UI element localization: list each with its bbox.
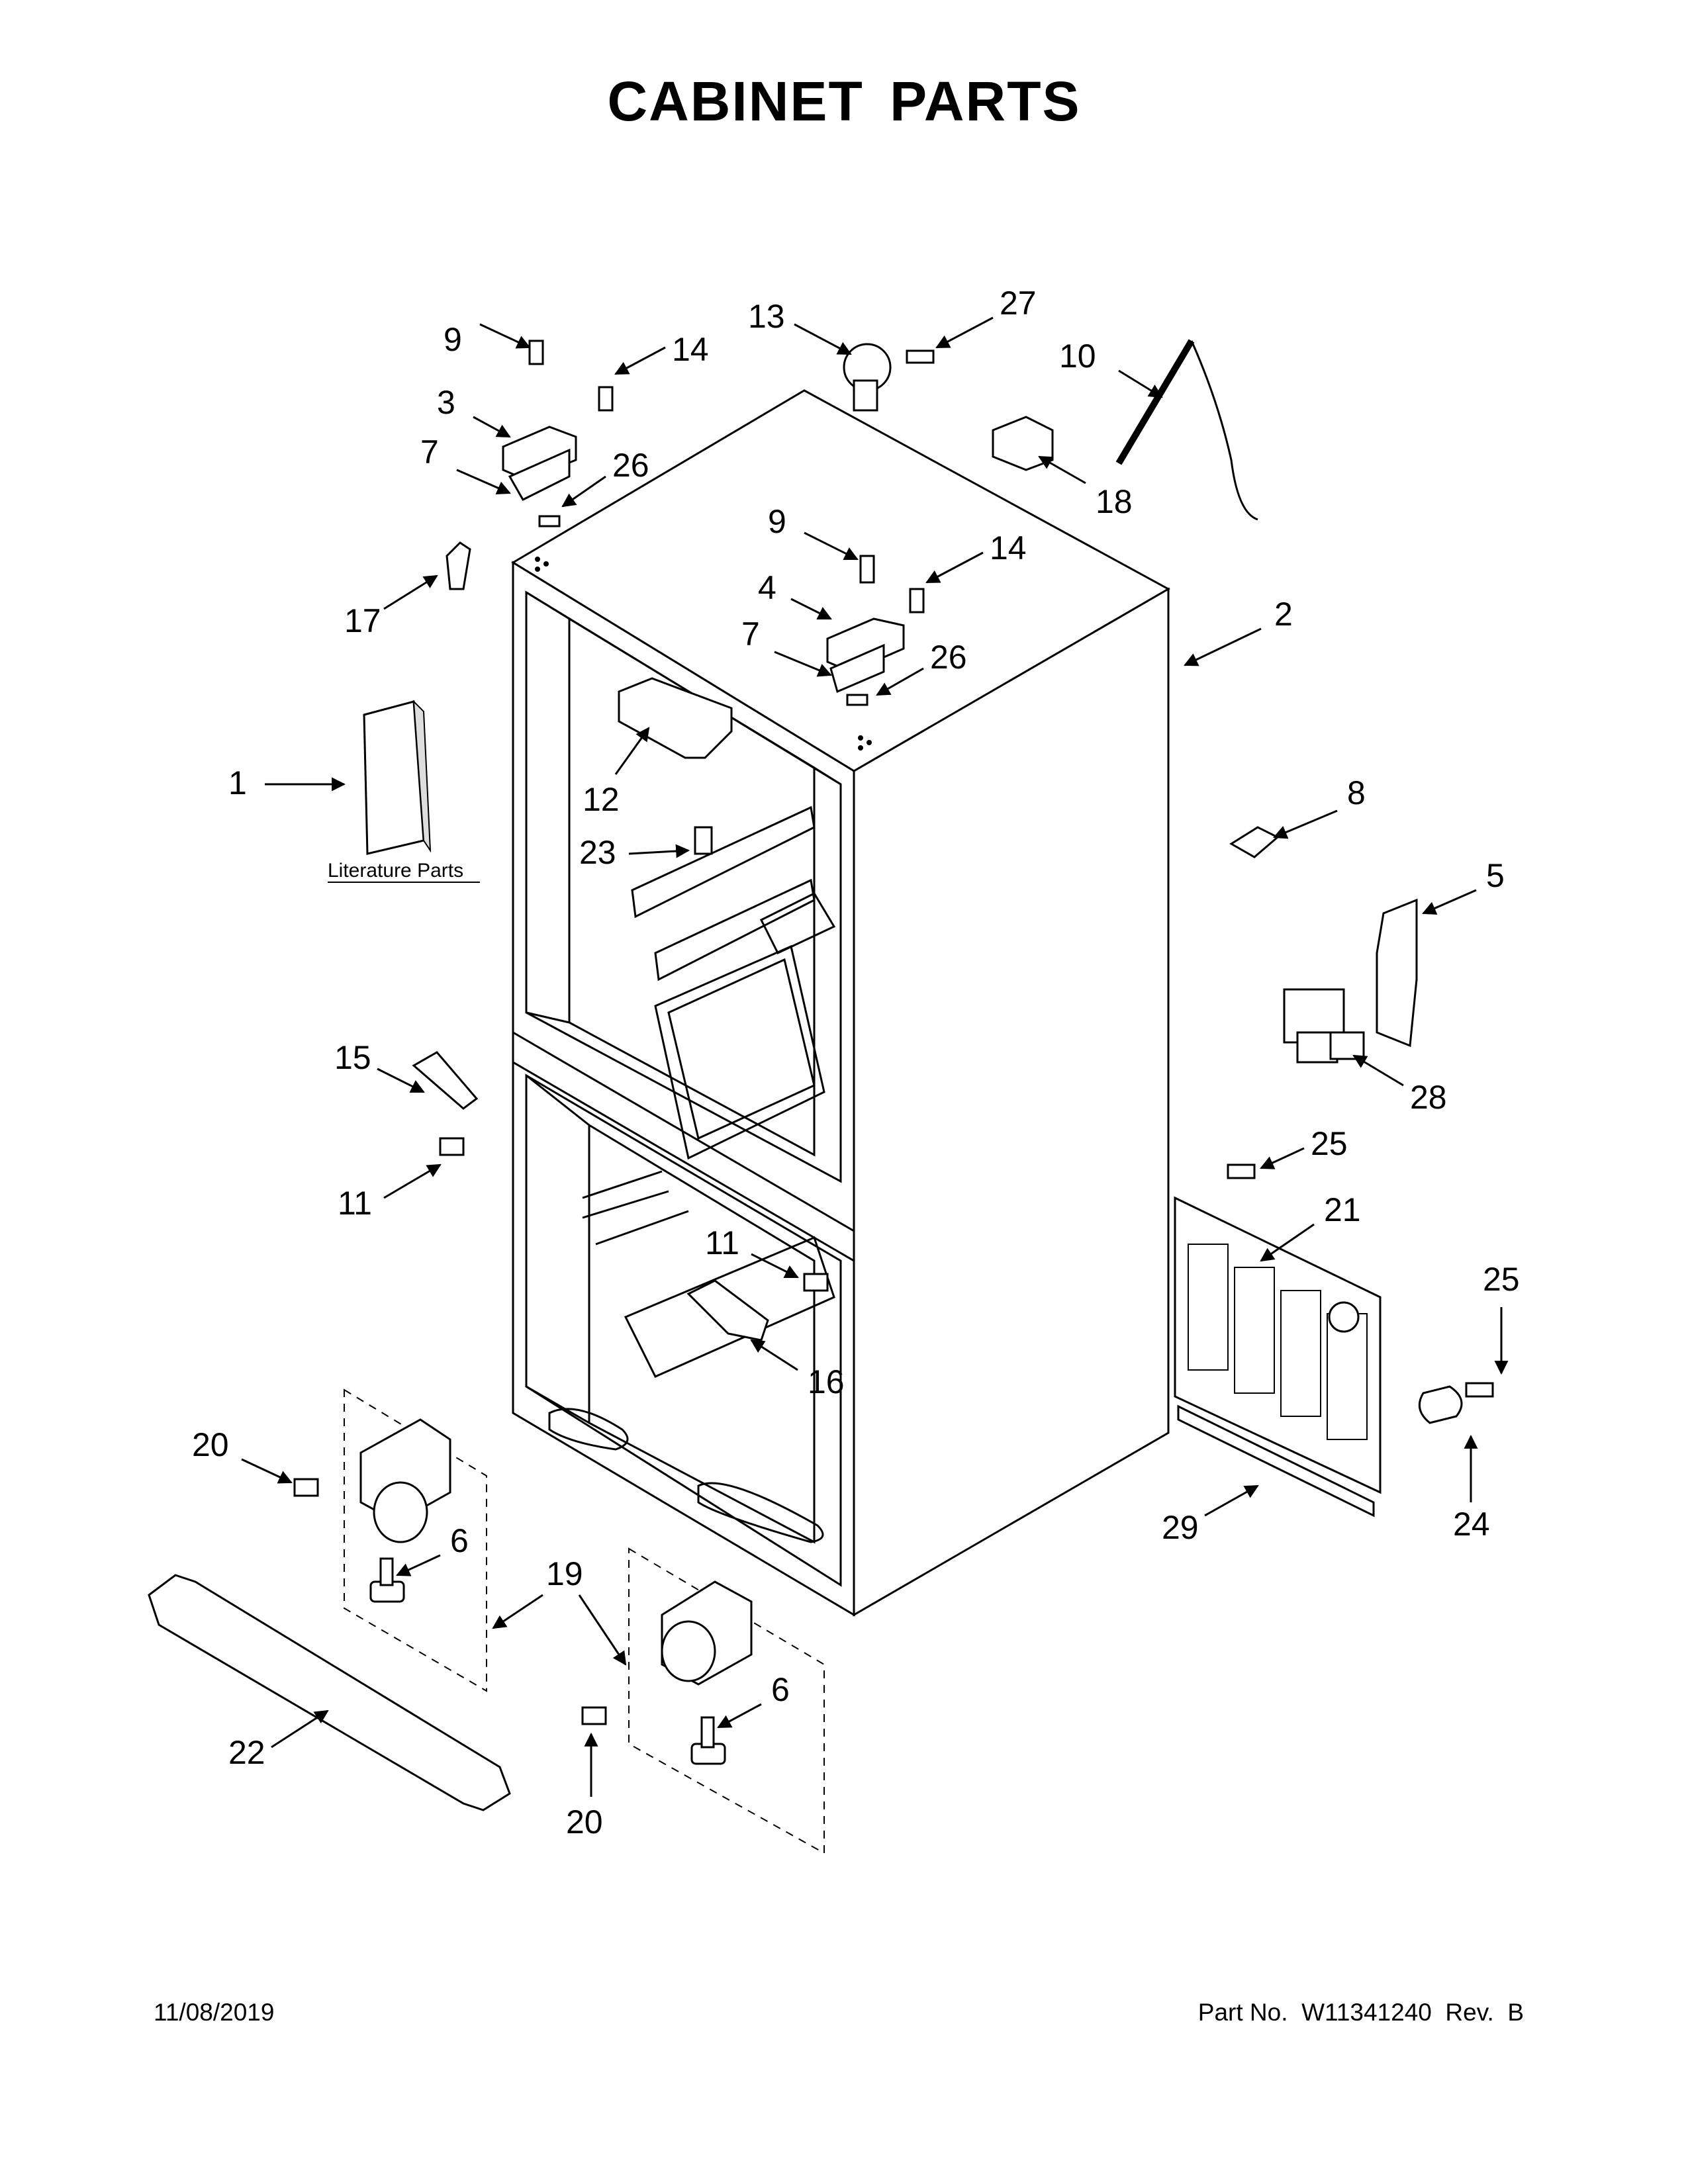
callout-9a: 9 <box>444 321 462 358</box>
cabinet <box>511 389 1171 1617</box>
callout-10: 10 <box>1059 338 1096 375</box>
callout-6b: 6 <box>771 1671 790 1708</box>
callout-7a: 7 <box>420 433 439 471</box>
parts-small <box>148 339 1494 1854</box>
callout-25b: 25 <box>1483 1261 1520 1298</box>
callout-16: 16 <box>808 1363 845 1400</box>
callout-28: 28 <box>1410 1079 1447 1116</box>
callout-21: 21 <box>1324 1191 1361 1228</box>
literature-parts-label: Literature Parts <box>328 860 463 882</box>
callout-19: 19 <box>546 1555 583 1592</box>
callout-11b: 11 <box>705 1224 739 1261</box>
callout-12: 12 <box>583 781 620 818</box>
callout-9b: 9 <box>768 503 786 540</box>
callout-26b: 26 <box>930 639 967 676</box>
top-center-hinge <box>826 555 925 706</box>
callout-5: 5 <box>1486 857 1505 894</box>
callout-23: 23 <box>579 834 616 871</box>
callout-3: 3 <box>437 384 455 421</box>
callout-26a: 26 <box>612 447 649 484</box>
callout-29: 29 <box>1162 1509 1199 1546</box>
top-left-hinge <box>502 340 614 527</box>
page-title: CABINET PARTS <box>607 70 1081 132</box>
callout-27: 27 <box>1000 285 1037 322</box>
callout-11a: 11 <box>338 1185 372 1222</box>
callout-8: 8 <box>1347 774 1366 811</box>
callout-14b: 14 <box>990 529 1027 567</box>
callout-7b: 7 <box>741 615 760 653</box>
footer-part-number: Part No. W11341240 Rev. B <box>1197 1999 1524 2026</box>
callout-17: 17 <box>344 602 381 639</box>
callout-18: 18 <box>1096 483 1133 520</box>
callout-14a: 14 <box>672 331 709 368</box>
callout-22: 22 <box>228 1734 265 1771</box>
callouts: 1 2 3 4 5 6 6 7 7 8 9 9 10 <box>192 285 1520 1841</box>
callout-24: 24 <box>1453 1506 1490 1543</box>
footer-date: 11/08/2019 <box>154 1999 275 2026</box>
callout-1: 1 <box>228 764 247 801</box>
callout-25a: 25 <box>1311 1125 1348 1162</box>
callout-6a: 6 <box>450 1522 469 1559</box>
callout-20a: 20 <box>192 1426 229 1463</box>
callout-20b: 20 <box>566 1803 603 1841</box>
literature-parts: Literature Parts <box>328 700 480 883</box>
callout-15: 15 <box>334 1039 371 1076</box>
callout-2: 2 <box>1274 596 1293 633</box>
callout-13: 13 <box>748 298 785 335</box>
callout-4: 4 <box>758 569 776 606</box>
